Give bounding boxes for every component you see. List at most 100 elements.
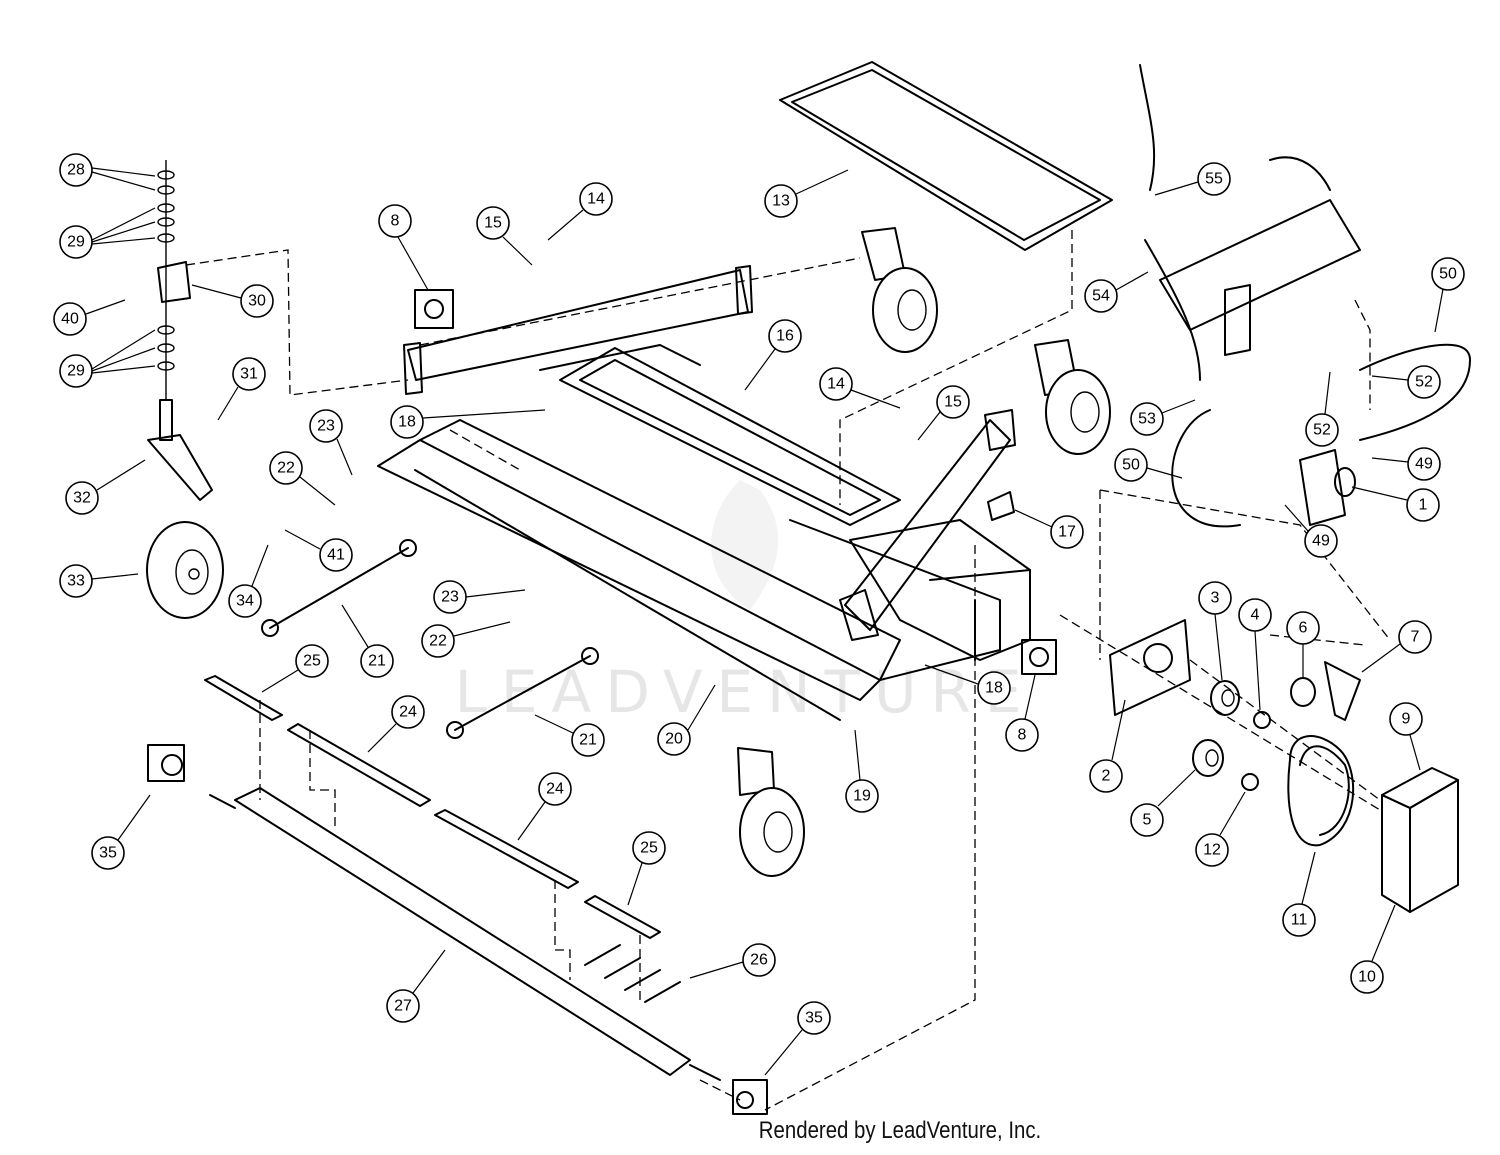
part-7-arm: [1324, 661, 1361, 721]
callout-5: 5: [1130, 769, 1196, 837]
part-5-pulley: [1192, 739, 1224, 777]
svg-text:52: 52: [1415, 374, 1433, 391]
svg-text:29: 29: [67, 363, 85, 380]
svg-text:12: 12: [1203, 842, 1221, 859]
callout-22-lower: 22: [421, 621, 511, 658]
callout-25-left: 25: [261, 644, 329, 693]
part-24-bar-right: [434, 809, 579, 889]
callout-35-right: 35: [764, 1001, 831, 1076]
callout-25-right: 25: [627, 831, 666, 906]
callout-2: 2: [1089, 699, 1126, 793]
svg-text:25: 25: [303, 653, 321, 670]
callout-24-left: 24: [367, 695, 425, 753]
part-12-nut: [1241, 773, 1259, 791]
svg-text:20: 20: [665, 731, 683, 748]
part-11-belts: [1287, 735, 1355, 847]
svg-text:32: 32: [73, 490, 91, 507]
callout-10: 10: [1350, 904, 1396, 994]
svg-text:35: 35: [805, 1010, 823, 1027]
callout-21-upper: 21: [341, 604, 394, 678]
callout-29-upper: 29: [59, 207, 156, 259]
svg-text:30: 30: [248, 293, 266, 310]
callout-3: 3: [1198, 581, 1232, 681]
part-9-guard: [1381, 767, 1459, 913]
svg-text:21: 21: [368, 653, 386, 670]
part-3-pulley: [1210, 680, 1240, 716]
svg-text:2: 2: [1102, 768, 1111, 785]
svg-text:14: 14: [827, 376, 845, 393]
callout-55: 55: [1154, 162, 1231, 196]
svg-text:8: 8: [391, 213, 400, 230]
part-8-bearing-right: [1021, 639, 1057, 675]
part-54-hose: [1139, 64, 1201, 381]
callout-14-right: 14: [819, 367, 901, 409]
part-33-wheel: [146, 521, 224, 619]
callout-8-right: 8: [1005, 674, 1039, 752]
svg-text:11: 11: [1291, 912, 1308, 929]
callout-23-upper: 23: [309, 409, 353, 476]
svg-text:40: 40: [61, 311, 79, 328]
callout-14-left: 14: [547, 182, 613, 241]
svg-text:28: 28: [67, 162, 85, 179]
part-16-frame: [539, 344, 901, 526]
watermark-text: LEADVENTURE: [455, 658, 1036, 726]
svg-text:19: 19: [853, 788, 871, 805]
part-50-hose-b: [1359, 343, 1471, 441]
part-20-deck: [377, 419, 1001, 721]
caster-wheel-top: [861, 227, 938, 353]
part-hitch-bracket: [1159, 156, 1361, 356]
svg-text:25: 25: [640, 840, 658, 857]
part-4-nut: [1253, 711, 1271, 729]
callout-20: 20: [657, 684, 716, 756]
callout-24-right: 24: [517, 772, 572, 841]
callout-28: 28: [59, 153, 156, 191]
callout-41: 41: [284, 529, 353, 572]
svg-text:1: 1: [1419, 497, 1428, 514]
callout-53: 53: [1130, 399, 1196, 436]
svg-text:27: 27: [394, 998, 412, 1015]
svg-text:15: 15: [944, 394, 962, 411]
part-13-cover: [779, 61, 1113, 251]
svg-text:21: 21: [579, 732, 597, 749]
svg-text:24: 24: [546, 781, 564, 798]
callout-4: 4: [1238, 598, 1272, 711]
callout-32: 32: [65, 459, 146, 515]
callout-34: 34: [228, 544, 269, 618]
part-8-bearing-left: [414, 289, 454, 329]
part-17-decal: [987, 491, 1015, 521]
svg-text:18: 18: [398, 414, 416, 431]
svg-text:35: 35: [99, 845, 117, 862]
part-30-bracket: [157, 160, 191, 400]
part-25-bar-left: [204, 675, 283, 721]
callout-22-upper: 22: [269, 451, 336, 506]
callout-52-right: 52: [1371, 365, 1441, 399]
callout-15-right: 15: [917, 385, 970, 441]
callout-52-lower: 52: [1305, 371, 1339, 447]
callout-17: 17: [1014, 509, 1084, 549]
svg-text:14: 14: [587, 191, 605, 208]
svg-text:22: 22: [429, 633, 447, 650]
callout-30: 30: [191, 284, 274, 318]
svg-text:41: 41: [327, 547, 345, 564]
part-27-rotor: [209, 787, 721, 1081]
callout-18-lower: 18: [924, 664, 1011, 705]
callout-21-lower: 21: [534, 714, 605, 757]
svg-text:49: 49: [1312, 533, 1330, 550]
svg-text:18: 18: [985, 680, 1003, 697]
callout-11: 11: [1282, 851, 1316, 937]
callout-13: 13: [764, 169, 849, 218]
callout-18-upper: 18: [390, 405, 546, 439]
svg-text:24: 24: [399, 704, 417, 721]
callout-6: 6: [1286, 611, 1320, 678]
callout-54: 54: [1084, 271, 1149, 313]
caster-wheel-bottom: [737, 747, 805, 877]
assembly-lines: [185, 230, 1391, 1111]
callout-33: 33: [59, 564, 139, 598]
credit-text: Rendered by LeadVenture, Inc.: [758, 1117, 1042, 1144]
svg-text:29: 29: [67, 234, 85, 251]
svg-text:4: 4: [1251, 607, 1260, 624]
svg-text:22: 22: [277, 460, 295, 477]
svg-text:49: 49: [1415, 456, 1433, 473]
svg-text:7: 7: [1411, 629, 1420, 646]
